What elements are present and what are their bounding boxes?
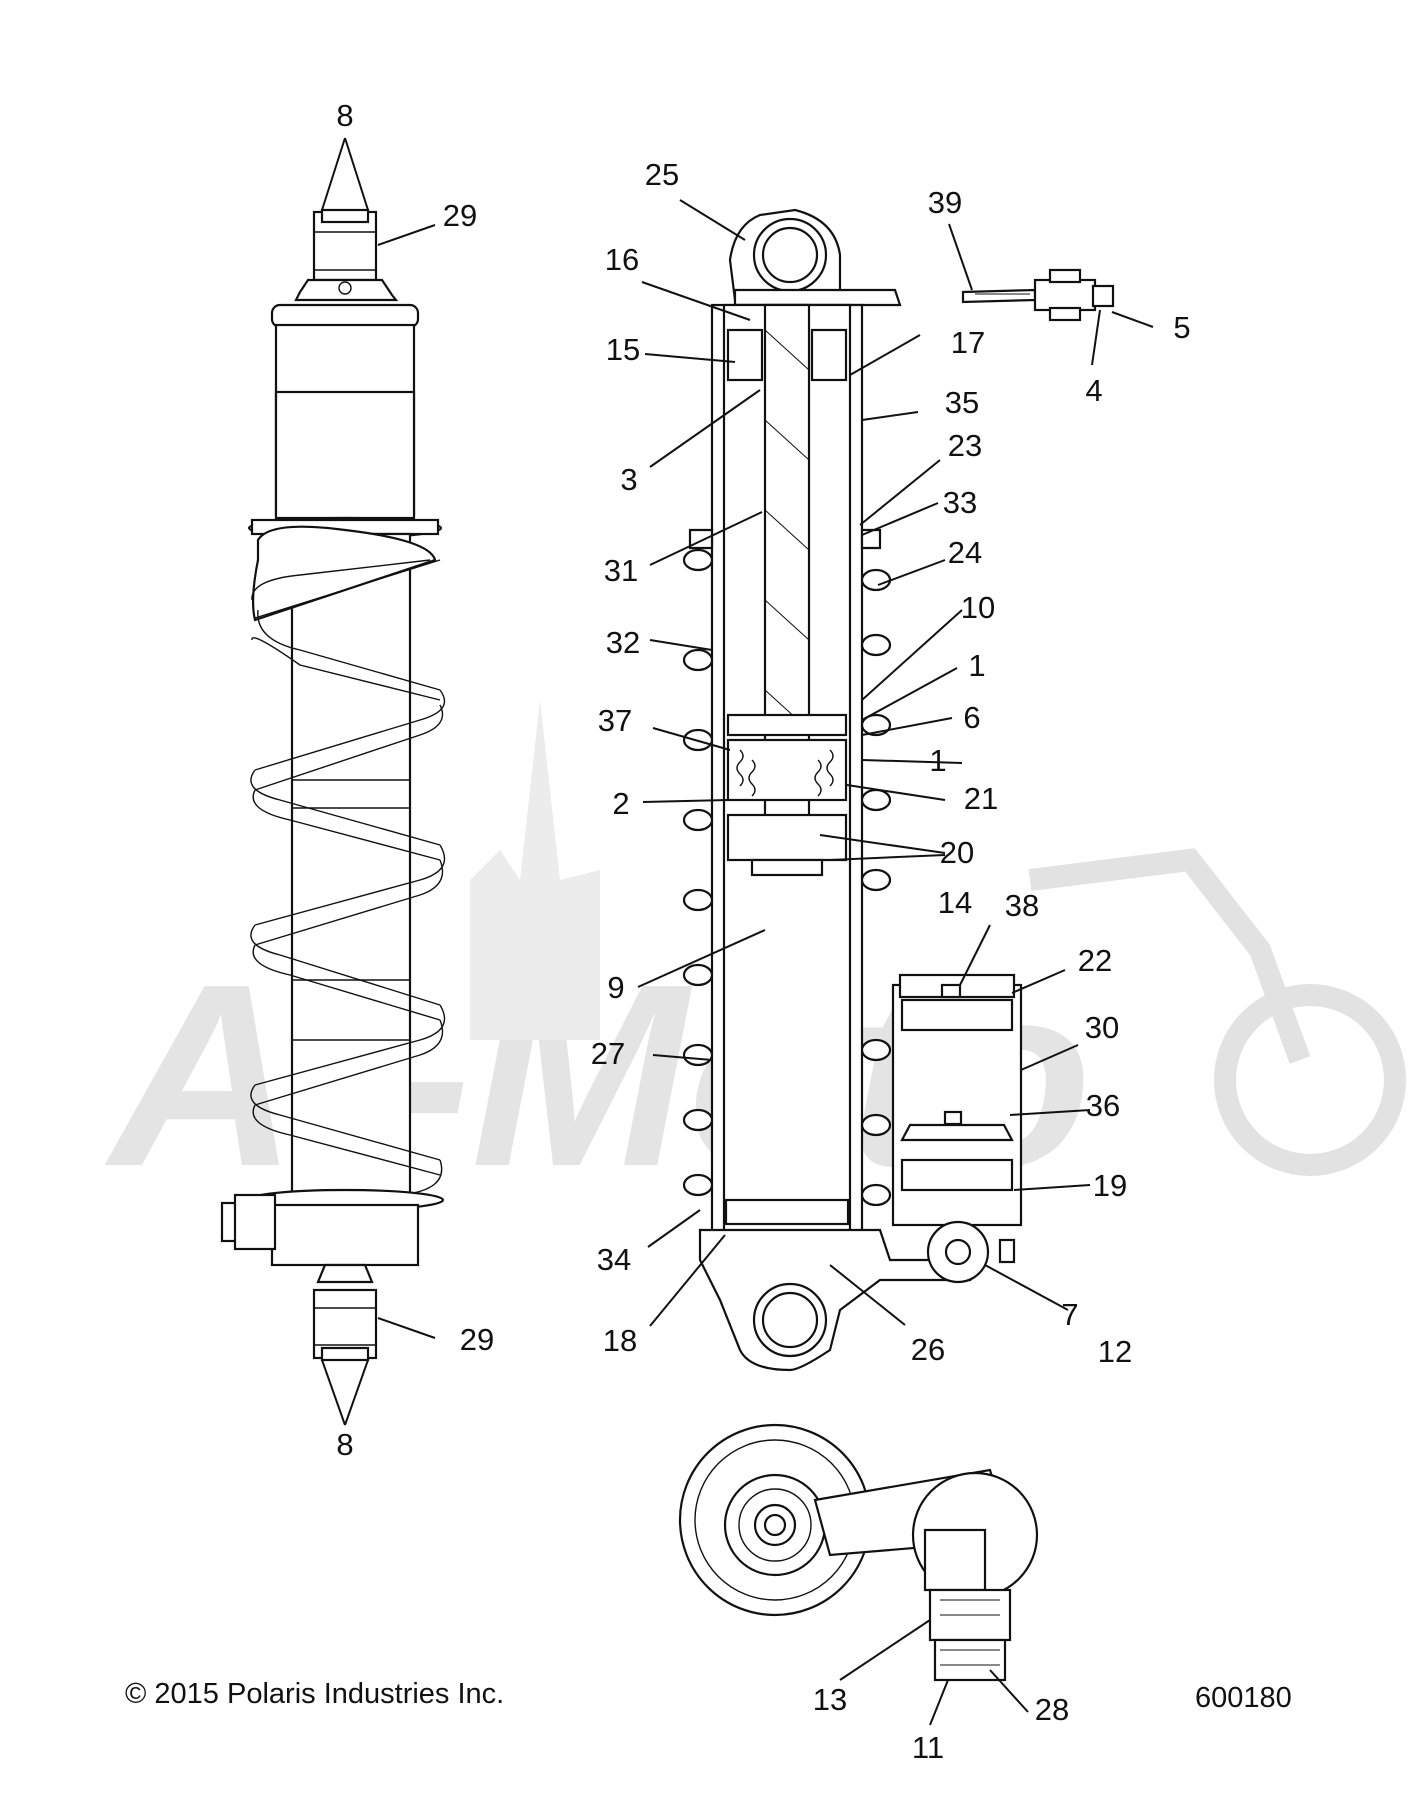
callout-13: 13	[813, 1682, 847, 1717]
callout-34: 34	[597, 1242, 631, 1277]
callout-6: 6	[963, 700, 980, 735]
callout-38: 38	[1005, 888, 1039, 923]
callout-17: 17	[951, 325, 985, 360]
callout-23: 23	[948, 428, 982, 463]
callout-32: 32	[606, 625, 640, 660]
shock-exterior-view	[220, 208, 446, 1362]
hose-fitting	[961, 268, 1115, 322]
callout-9: 9	[607, 970, 624, 1005]
callout-19: 19	[1093, 1168, 1127, 1203]
bottom-view	[678, 1423, 1039, 1682]
shock-cross-section	[682, 208, 1023, 1372]
callout-21: 21	[964, 781, 998, 816]
callout-8-bottom: 8	[336, 1427, 353, 1462]
callout-28: 28	[1035, 1692, 1069, 1727]
callout-4: 4	[1085, 373, 1102, 408]
callout-27: 27	[591, 1036, 625, 1071]
callout-15: 15	[606, 332, 640, 367]
callout-22: 22	[1078, 943, 1112, 978]
copyright-text: © 2015 Polaris Industries Inc.	[125, 1678, 504, 1710]
callout-30: 30	[1085, 1010, 1119, 1045]
callout-39: 39	[928, 185, 962, 220]
callout-11: 11	[912, 1730, 944, 1765]
callout-29-bottom: 29	[460, 1322, 494, 1357]
callout-31: 31	[604, 553, 638, 588]
callout-1-upper: 1	[968, 648, 985, 683]
callout-10: 10	[961, 590, 995, 625]
callout-16: 16	[605, 242, 639, 277]
callout-3: 3	[620, 462, 637, 497]
leader-lines-left	[321, 137, 436, 1426]
callout-1-lower: 1	[929, 743, 946, 778]
callout-20: 20	[940, 835, 974, 870]
callout-18: 18	[603, 1323, 637, 1358]
callout-37: 37	[598, 703, 632, 738]
callout-2: 2	[612, 786, 629, 821]
callout-24: 24	[948, 535, 982, 570]
callout-8-top: 8	[336, 98, 353, 133]
figure-number: 600180	[1195, 1682, 1292, 1714]
callout-7: 7	[1061, 1297, 1078, 1332]
callout-12: 12	[1098, 1334, 1132, 1369]
callout-14: 14	[938, 885, 972, 920]
callout-29-top: 29	[443, 198, 477, 233]
callout-36: 36	[1086, 1088, 1120, 1123]
callout-25: 25	[645, 157, 679, 192]
callout-35: 35	[945, 385, 979, 420]
callout-26: 26	[911, 1332, 945, 1367]
callout-33: 33	[943, 485, 977, 520]
leader-lines-center	[637, 199, 1154, 1726]
callout-labels: 8 29 29 8 25 16 15 3 31 32 37 2 9 27 34 …	[336, 98, 1190, 1765]
callout-5: 5	[1173, 310, 1190, 345]
